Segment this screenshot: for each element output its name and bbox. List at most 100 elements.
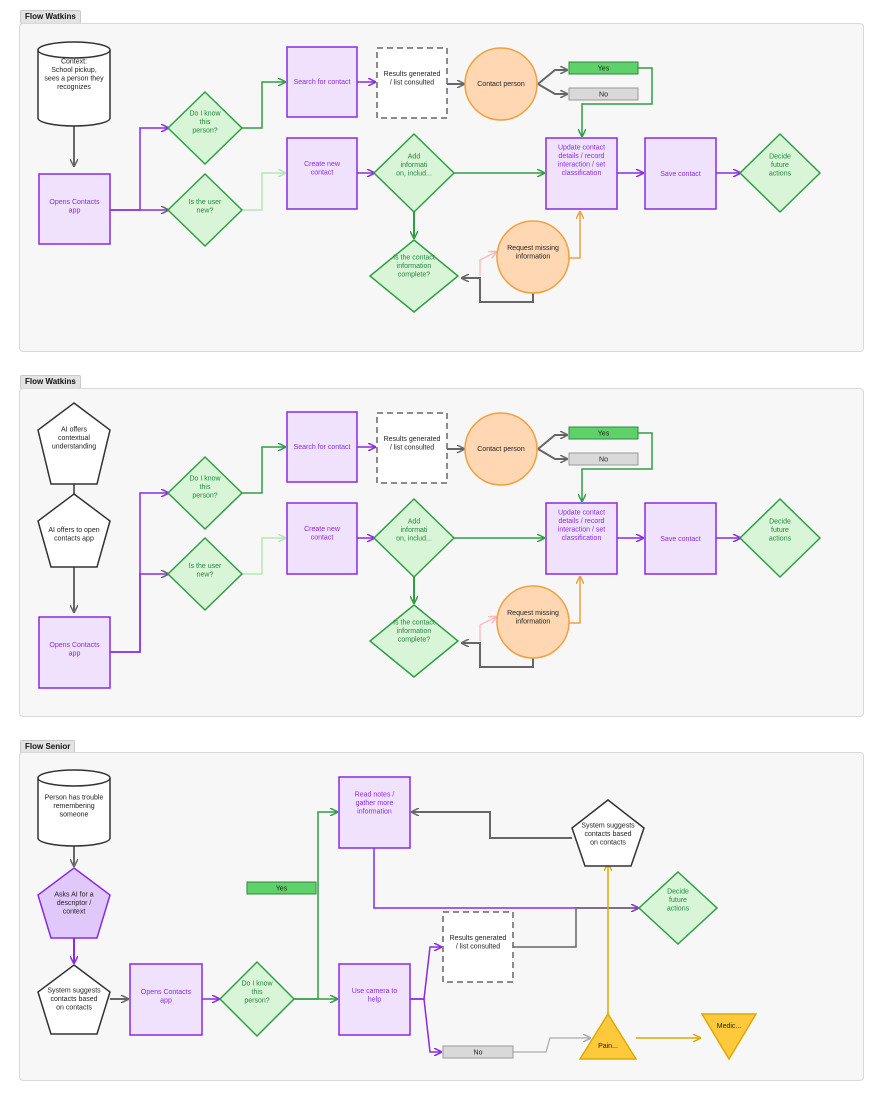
results-label: Results generated/ list consulted — [384, 436, 441, 452]
search-contact-label: Search for contact — [294, 444, 351, 451]
frame-1-diagram: Context:School pickup,sees a person they… — [37, 41, 822, 313]
no-option[interactable]: No — [442, 1045, 514, 1059]
connector — [537, 448, 567, 459]
results-node[interactable]: Results generated/ list consulted — [376, 47, 448, 119]
connector — [373, 848, 638, 908]
context-start-label: Context:School pickup,sees a person they… — [44, 58, 104, 91]
no-option[interactable]: No — [568, 87, 639, 101]
search-contact-node[interactable]: Search for contact — [286, 46, 358, 118]
connector — [479, 252, 496, 276]
connector — [412, 812, 572, 839]
connector — [537, 83, 567, 94]
connector — [110, 493, 168, 653]
pain-label: Pain... — [598, 1043, 618, 1050]
search-contact-node[interactable]: Search for contact — [286, 411, 358, 483]
connector — [537, 70, 567, 85]
connector — [569, 212, 580, 259]
connector — [294, 812, 337, 1000]
results-node[interactable]: Results generated/ list consulted — [376, 412, 448, 484]
contact-person-node[interactable]: Contact person — [464, 47, 538, 121]
connector — [242, 538, 285, 575]
yes-option[interactable]: Yes — [568, 426, 639, 440]
no-option[interactable]: No — [568, 452, 639, 466]
save-contact-node[interactable]: Save contact — [644, 502, 717, 575]
connector — [537, 435, 567, 450]
connector — [410, 947, 441, 1000]
connector — [582, 432, 653, 501]
contact-person-label: Contact person — [477, 446, 525, 453]
contact-person-node[interactable]: Contact person — [464, 412, 538, 486]
pain-triangle[interactable]: Pain... — [578, 1012, 638, 1060]
no-label: No — [474, 1050, 483, 1057]
yes-option[interactable]: Yes — [246, 881, 317, 895]
connector — [513, 907, 638, 948]
results-label: Results generated/ list consulted — [450, 935, 507, 951]
save-contact-node[interactable]: Save contact — [644, 137, 717, 210]
connector — [462, 643, 534, 668]
results-node[interactable]: Results generated/ list consulted — [442, 911, 514, 983]
yes-label: Yes — [598, 66, 610, 73]
connector — [582, 67, 653, 136]
yes-option[interactable]: Yes — [568, 61, 639, 75]
context-start-node[interactable]: Context:School pickup,sees a person they… — [37, 41, 111, 127]
medic-triangle[interactable]: Medic... — [700, 1013, 758, 1061]
connector — [569, 577, 580, 624]
connector — [242, 173, 285, 211]
